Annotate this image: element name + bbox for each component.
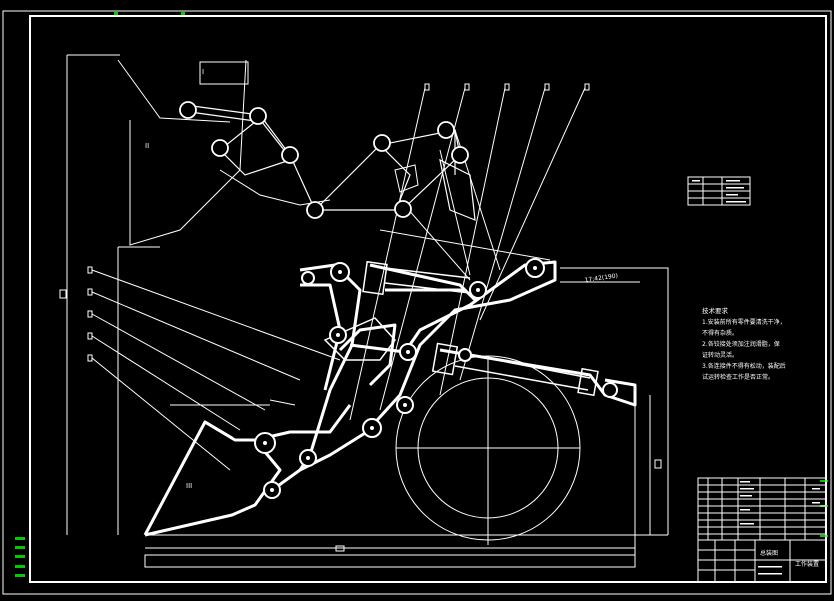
- title-block-marks: [740, 481, 820, 575]
- part-label-1: I: [202, 68, 204, 76]
- inner-border: [29, 15, 827, 583]
- raised-pins: [179, 101, 469, 219]
- note-line-1: 1.安装前所有零件要清洗干净，: [702, 318, 786, 326]
- main-pins: [254, 258, 618, 499]
- pin-centers: [263, 266, 537, 492]
- note-line-3: 2.各铰接处须加注润滑脂，保: [702, 340, 780, 348]
- tilt-cylinder: [439, 348, 637, 407]
- notes-heading: 技术要求: [702, 306, 729, 315]
- part-label-3: III: [186, 482, 192, 490]
- hydraulic-cylinders: [323, 260, 599, 397]
- outer-border: [2, 10, 832, 595]
- parts-table-marks: [692, 180, 746, 203]
- note-line-5: 3.各连接件不得有松动，装配后: [702, 362, 786, 370]
- parts-table: [687, 176, 751, 206]
- title-block: [697, 477, 827, 583]
- raised-rocker-block: [394, 164, 419, 193]
- leader-lines: [91, 87, 640, 471]
- thin-outlines: [59, 54, 669, 568]
- part-label-2: II: [145, 142, 149, 150]
- drawing-title: 工作装置: [795, 560, 819, 568]
- wheel: [395, 355, 581, 545]
- main-linkage: [143, 260, 637, 537]
- note-line-6: 试运转检查工作是否正常。: [702, 373, 774, 381]
- technical-notes: 技术要求 1.安装前所有零件要清洗干净， 不得有杂质。 2.各铰接处须加注润滑脂…: [702, 306, 786, 381]
- assembly-label: 总装图: [760, 549, 778, 557]
- dimension-label: 17:42(190): [584, 272, 618, 284]
- leader-tags: [87, 83, 590, 362]
- note-line-2: 不得有杂质。: [702, 329, 738, 337]
- note-line-4: 证转动灵活。: [702, 351, 738, 359]
